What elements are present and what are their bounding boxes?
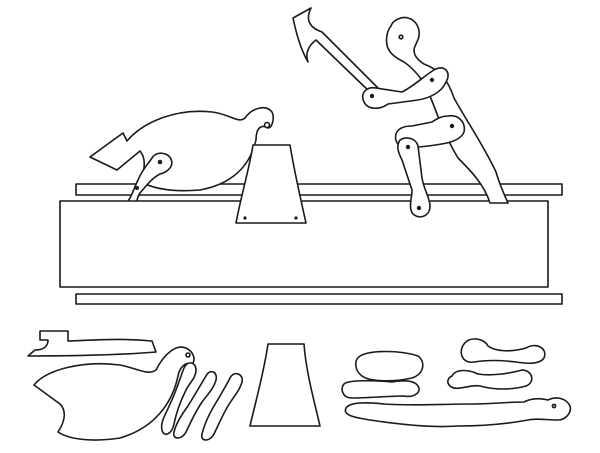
leg-pivot-dot-middle xyxy=(135,186,139,190)
axe xyxy=(293,8,378,95)
part-chopping-block xyxy=(250,344,320,426)
assembled-toy xyxy=(60,8,562,304)
part-thigh xyxy=(356,352,423,381)
part-hen-eye xyxy=(186,353,190,357)
lower-slat xyxy=(76,294,562,304)
hip-pivot-dot xyxy=(450,124,454,128)
part-woodman-eye xyxy=(552,404,555,407)
part-lower-leg xyxy=(448,370,532,389)
woodman-body xyxy=(387,17,508,203)
hen-eye xyxy=(265,123,270,128)
part-woodman-body xyxy=(345,398,570,427)
shoulder-pivot-dot xyxy=(430,78,434,82)
part-leg-segment xyxy=(342,381,419,398)
ankle-pivot-dot xyxy=(417,206,421,210)
block-peg-left xyxy=(243,216,246,219)
cut-out-parts xyxy=(28,331,570,440)
block-peg-right xyxy=(294,216,297,219)
hand-pivot-dot xyxy=(370,94,374,98)
part-arm xyxy=(461,339,545,363)
knee-pivot-dot xyxy=(406,145,410,149)
woodman-eye xyxy=(399,35,403,39)
leg-pivot-dot-upper xyxy=(158,160,163,165)
part-axe xyxy=(28,331,156,356)
